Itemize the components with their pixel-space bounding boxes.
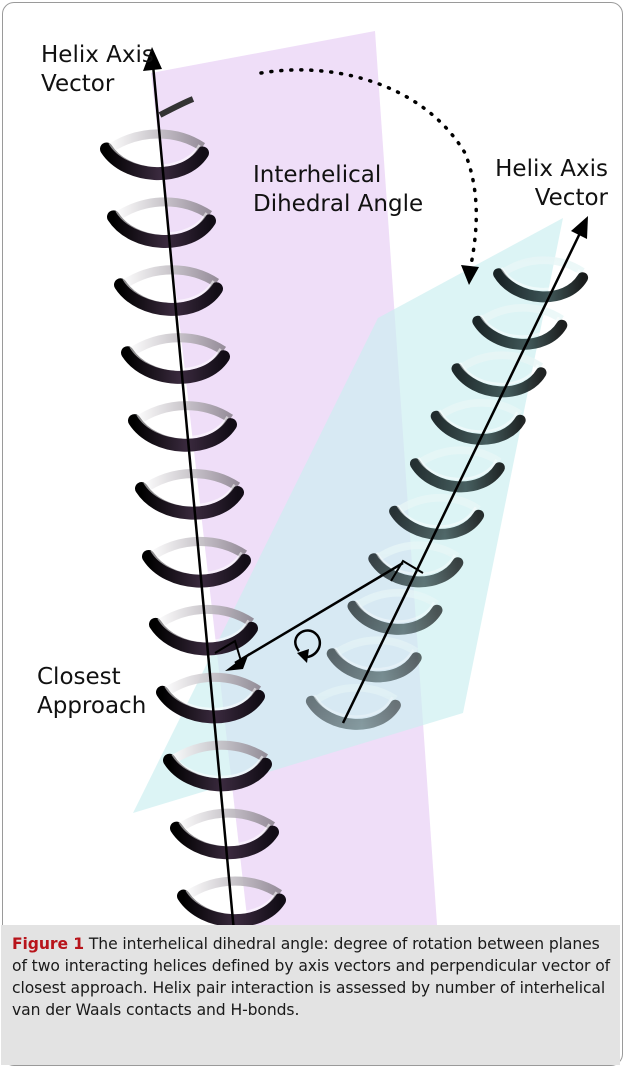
left-axis-label: Helix Axis Vector: [41, 41, 154, 99]
closest-label-line2: Approach: [37, 692, 146, 721]
figure-caption: Figure 1 The interhelical dihedral angle…: [12, 933, 614, 1021]
right-axis-label-line1: Helix Axis: [474, 155, 608, 184]
left-axis-label-line1: Helix Axis: [41, 41, 154, 70]
right-axis-label-line2: Vector: [474, 184, 608, 213]
closest-label-line1: Closest: [37, 663, 146, 692]
closest-approach-label: Closest Approach: [37, 663, 146, 721]
caption-text: The interhelical dihedral angle: degree …: [12, 935, 610, 1019]
figure-frame: Helix Axis Vector Interhelical Dihedral …: [2, 2, 623, 1066]
dihedral-label-line2: Dihedral Angle: [253, 190, 423, 219]
left-axis-label-line2: Vector: [41, 70, 154, 99]
helix-diagram: [3, 3, 623, 928]
right-axis-label: Helix Axis Vector: [474, 155, 608, 213]
dihedral-label-line1: Interhelical: [253, 161, 423, 190]
dihedral-angle-label: Interhelical Dihedral Angle: [253, 161, 423, 219]
figure-label: Figure 1: [12, 935, 84, 953]
